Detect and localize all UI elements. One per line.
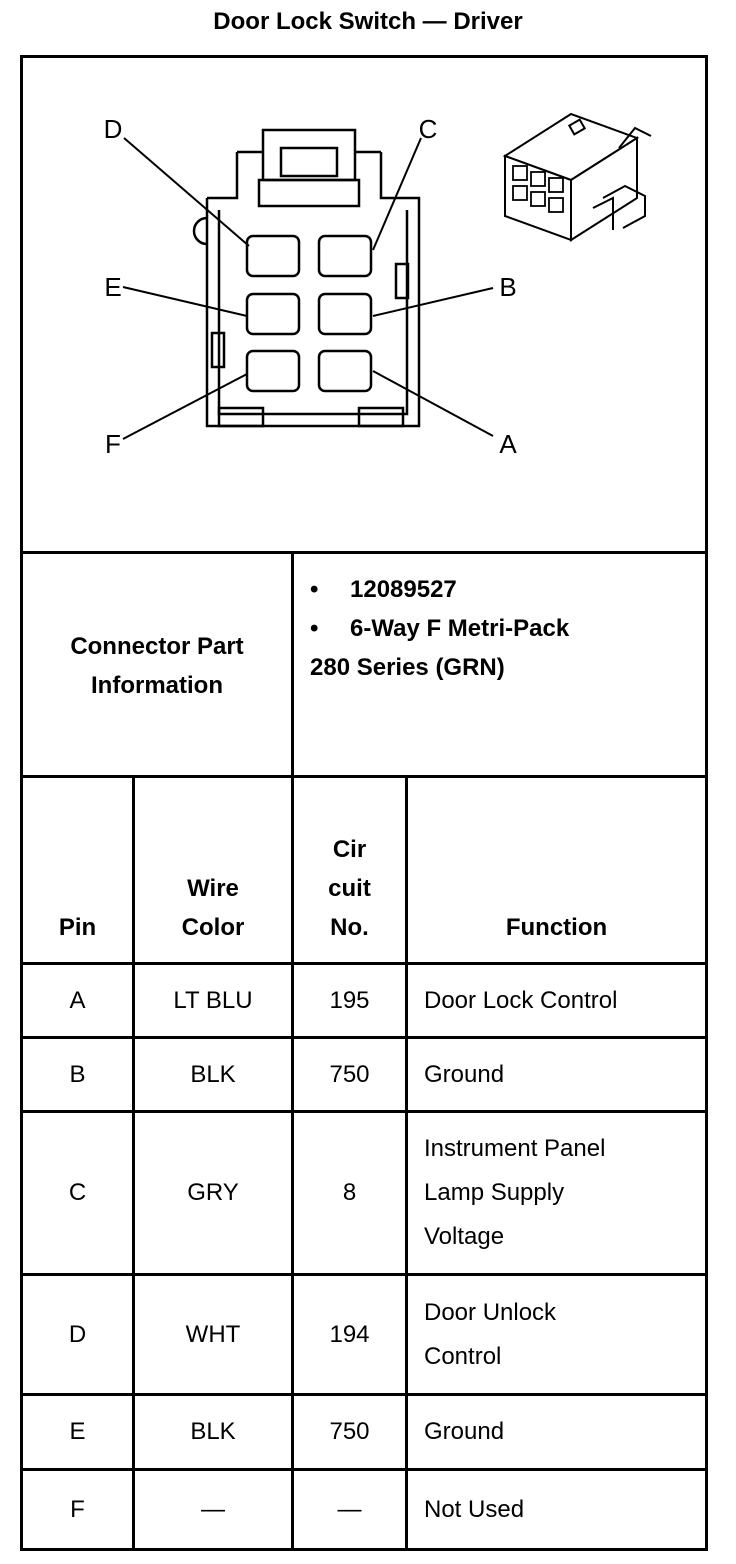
cavity-a bbox=[317, 349, 373, 393]
cell-function: Instrument Panel Lamp Supply Voltage bbox=[424, 1135, 606, 1250]
cell-circuit: 750 bbox=[329, 1418, 370, 1445]
pin-label-b: B bbox=[499, 272, 516, 302]
cell-wire: WHT bbox=[185, 1320, 241, 1348]
housing-upper-left bbox=[207, 152, 239, 200]
cell-circuit: 195 bbox=[329, 986, 370, 1014]
cell-pin: E bbox=[69, 1418, 86, 1445]
divider-diagram bbox=[23, 551, 705, 554]
cell-function: Door Lock Control bbox=[424, 986, 618, 1014]
cavity-e bbox=[245, 292, 301, 336]
divider-row bbox=[23, 1393, 705, 1396]
bullet-glyph: • bbox=[310, 576, 319, 603]
pin-label-e: E bbox=[104, 272, 121, 302]
connector-info-label-text: Connector Part Information bbox=[70, 633, 244, 699]
leader-c bbox=[372, 137, 422, 251]
connector-diagram: D C E B F A bbox=[23, 58, 705, 551]
connector-table-frame: D C E B F A bbox=[20, 55, 708, 1551]
cell-pin: B bbox=[69, 1060, 86, 1088]
leader-e bbox=[122, 286, 248, 317]
leader-a bbox=[372, 370, 494, 437]
cell-wire: BLK bbox=[190, 1418, 236, 1445]
header-wire-color: Wire Color bbox=[135, 869, 291, 947]
pin-label-c: C bbox=[419, 114, 438, 144]
header-function: Function bbox=[505, 914, 608, 941]
divider-row bbox=[23, 1110, 705, 1113]
cell-function: Ground bbox=[424, 1418, 505, 1445]
side-slot-left bbox=[210, 331, 226, 369]
housing-inner bbox=[217, 210, 409, 416]
connector-series: 280 Series (GRN) bbox=[310, 654, 505, 681]
foot-right bbox=[357, 406, 405, 428]
divider-row bbox=[23, 1036, 705, 1039]
header-circuit-text: Cir cuit No. bbox=[328, 836, 371, 941]
pin-label-f: F bbox=[105, 429, 121, 459]
col-divider-1 bbox=[132, 778, 135, 1548]
cell-pin: A bbox=[69, 986, 86, 1014]
foot-left bbox=[217, 406, 265, 428]
col-divider-2 bbox=[291, 778, 294, 1548]
connector-face-drawing: D C E B F A bbox=[104, 112, 652, 459]
cell-wire: GRY bbox=[187, 1179, 239, 1206]
connector-info-list: • 12089527 • 6-Way F Metri-Pack 280 Seri… bbox=[310, 570, 700, 687]
leader-b bbox=[372, 287, 494, 317]
housing-outline bbox=[205, 196, 421, 428]
divider-header bbox=[23, 962, 705, 965]
cavity-f bbox=[245, 349, 301, 393]
divider-row bbox=[23, 1468, 705, 1471]
pin-label-a: A bbox=[499, 429, 517, 459]
cavity-b bbox=[317, 292, 373, 336]
info-bullet-row: • 12089527 bbox=[310, 570, 700, 609]
cell-circuit: 750 bbox=[329, 1060, 370, 1088]
cell-function: Not Used bbox=[424, 1495, 525, 1523]
latch-window bbox=[279, 146, 339, 178]
info-bullet-row: • 6-Way F Metri-Pack bbox=[310, 609, 700, 648]
side-slot-right bbox=[394, 262, 410, 300]
page-title: Door Lock Switch — Driver bbox=[213, 8, 523, 35]
cavity-c bbox=[317, 234, 373, 278]
header-wire-color-text: Wire Color bbox=[181, 875, 245, 941]
cell-function: Door Unlock Control bbox=[424, 1298, 557, 1370]
connector-housing-icon bbox=[502, 112, 652, 242]
connector-info-label: Connector Part Information bbox=[23, 554, 291, 778]
part-number: 12089527 bbox=[350, 576, 457, 603]
cavity-d bbox=[245, 234, 301, 278]
divider-row bbox=[23, 1273, 705, 1276]
cell-wire: BLK bbox=[190, 1060, 236, 1088]
latch-base bbox=[257, 178, 361, 208]
col-divider-3 bbox=[405, 778, 408, 1548]
bullet-glyph: • bbox=[310, 615, 319, 642]
cell-wire: LT BLU bbox=[173, 986, 253, 1014]
cell-pin: F bbox=[70, 1495, 85, 1523]
cell-wire: — bbox=[201, 1495, 225, 1523]
header-circuit: Cir cuit No. bbox=[294, 830, 405, 947]
housing-upper-right bbox=[379, 152, 411, 200]
cell-pin: C bbox=[68, 1179, 87, 1206]
cell-circuit: 8 bbox=[342, 1179, 357, 1206]
cell-pin: D bbox=[68, 1320, 87, 1348]
pin-label-d: D bbox=[104, 114, 123, 144]
connector-type: 6-Way F Metri-Pack bbox=[350, 615, 570, 642]
leader-f bbox=[122, 373, 248, 440]
keying-bump bbox=[192, 216, 208, 246]
divider-info-vertical bbox=[291, 554, 294, 778]
leader-d bbox=[123, 137, 250, 247]
cell-function: Ground bbox=[424, 1060, 505, 1088]
latch-tab bbox=[261, 128, 357, 182]
header-pin: Pin bbox=[58, 914, 97, 941]
cell-circuit: 194 bbox=[329, 1320, 370, 1348]
divider-info bbox=[23, 775, 705, 778]
cell-circuit: — bbox=[337, 1495, 362, 1523]
